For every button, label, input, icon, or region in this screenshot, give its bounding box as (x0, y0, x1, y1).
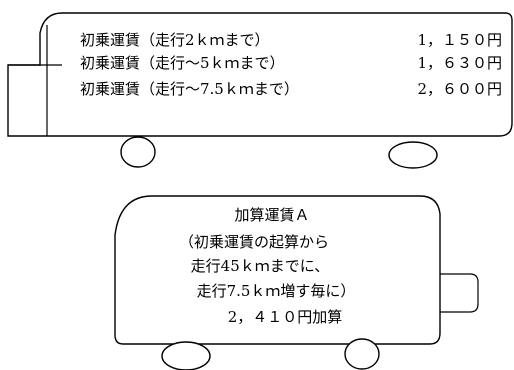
top-bus-body (7, 12, 513, 137)
bottom-bus-front-wheel (161, 341, 211, 370)
bottom-bus-body (114, 195, 441, 345)
additional-fare-title: 加算運賃Ａ (234, 206, 310, 224)
bottom-bus-rear-wheel (344, 338, 380, 370)
fare-amount-1: 1，１５０円 (417, 31, 502, 49)
additional-fare-line-2: （初乗運賃の起算から (178, 233, 329, 251)
fare-label-3: 初乗運賃（走行～7.5ｋｍまで） (80, 80, 299, 98)
top-bus-rear-wheel (388, 141, 438, 169)
bottom-bus-cab (440, 273, 479, 313)
additional-fare-amount: 2，４１０円加算 (227, 308, 343, 326)
additional-fare-line-4: 走行7.5ｋｍ増す毎に） (196, 282, 356, 300)
fare-label-2: 初乗運賃（走行～5ｋｍまで） (80, 54, 285, 72)
fare-label-1: 初乗運賃（走行2ｋｍまで） (80, 31, 270, 49)
top-bus-front-wheel (120, 136, 156, 168)
additional-fare-line-3: 走行45ｋｍまでに、 (190, 257, 330, 275)
fare-amount-3: 2，６００円 (417, 80, 502, 98)
fare-amount-2: 1，６３０円 (417, 54, 502, 72)
